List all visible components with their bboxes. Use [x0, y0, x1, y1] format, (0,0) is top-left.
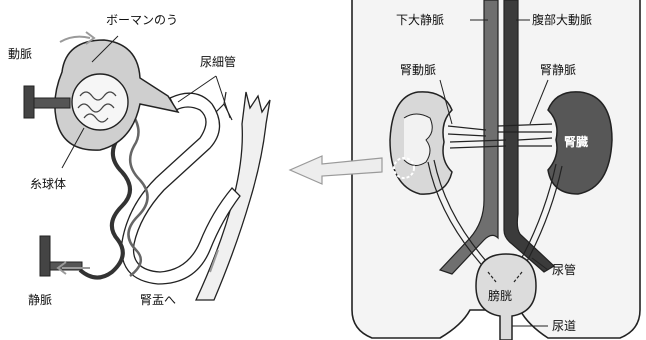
glomerulus-texture	[77, 91, 117, 123]
bladder-group	[475, 253, 537, 340]
label-renal-artery: 腎動脈	[400, 63, 436, 77]
flow-arrow-duct	[209, 249, 219, 273]
kidney-right-shape	[547, 91, 613, 195]
zoom-arrow	[288, 155, 383, 185]
kidney-left-pelvis	[403, 113, 433, 166]
leader-glomerulus	[61, 127, 85, 169]
efferent-vein-cap	[39, 235, 51, 277]
ureter-left	[427, 159, 495, 273]
label-bowman: ボーマンのう	[106, 13, 178, 27]
flow-arrow-top-head	[85, 31, 96, 45]
peritubular-capillaries-2	[125, 105, 149, 277]
label-bladder: 膀胱	[488, 288, 512, 303]
kidney-left-highlight	[393, 157, 415, 179]
renal-artery-left	[449, 139, 507, 149]
collecting-duct	[194, 91, 271, 301]
renal-vessels	[447, 123, 553, 149]
inferior-vena-cava	[438, 0, 499, 275]
leader-ureter	[531, 257, 549, 271]
left-leaders	[61, 35, 231, 169]
flow-arrow-bottom-head	[56, 261, 67, 275]
right-leaders	[439, 19, 549, 327]
leader-tubule-1	[177, 75, 217, 103]
label-artery-left: 動脈	[8, 47, 32, 61]
label-urethra: 尿道	[552, 319, 576, 333]
ureter-entry-dashes	[487, 271, 523, 283]
label-ivc: 下大静脈	[396, 13, 444, 27]
leader-tubule-2	[215, 75, 231, 119]
labels: ボーマンのう 動脈 尿細管 糸球体 静脈 腎盂へ 下大静脈 腹部大動脈 腎動脈 …	[8, 12, 592, 333]
afferent-artery	[29, 97, 71, 109]
label-to-pelvis: 腎盂へ	[140, 293, 176, 307]
label-tubule: 尿細管	[200, 54, 236, 69]
label-aorta: 腹部大動脈	[532, 12, 592, 27]
renal-artery-right	[517, 137, 553, 147]
renal-vein-left	[447, 125, 487, 137]
kidney-left	[389, 91, 453, 195]
bladder	[475, 253, 537, 340]
label-kidney: 腎臓	[564, 134, 588, 149]
great-vessels	[438, 0, 555, 275]
label-renal-vein: 腎静脈	[540, 63, 576, 77]
nephron-panel	[23, 31, 271, 301]
renal-vein-right	[497, 123, 553, 133]
kidney-right	[547, 91, 613, 195]
leader-renal-artery	[439, 79, 453, 125]
label-glomerulus: 糸球体	[30, 177, 66, 191]
renal-tubule	[121, 92, 241, 285]
abdominal-aorta	[503, 0, 555, 273]
leader-renal-vein	[529, 79, 549, 125]
leader-bowman	[91, 35, 119, 63]
afferent-artery-cap	[23, 85, 35, 119]
flow-arrow-top	[59, 35, 91, 43]
label-vein-left: 静脈	[28, 293, 52, 307]
label-ureter: 尿管	[552, 262, 576, 277]
